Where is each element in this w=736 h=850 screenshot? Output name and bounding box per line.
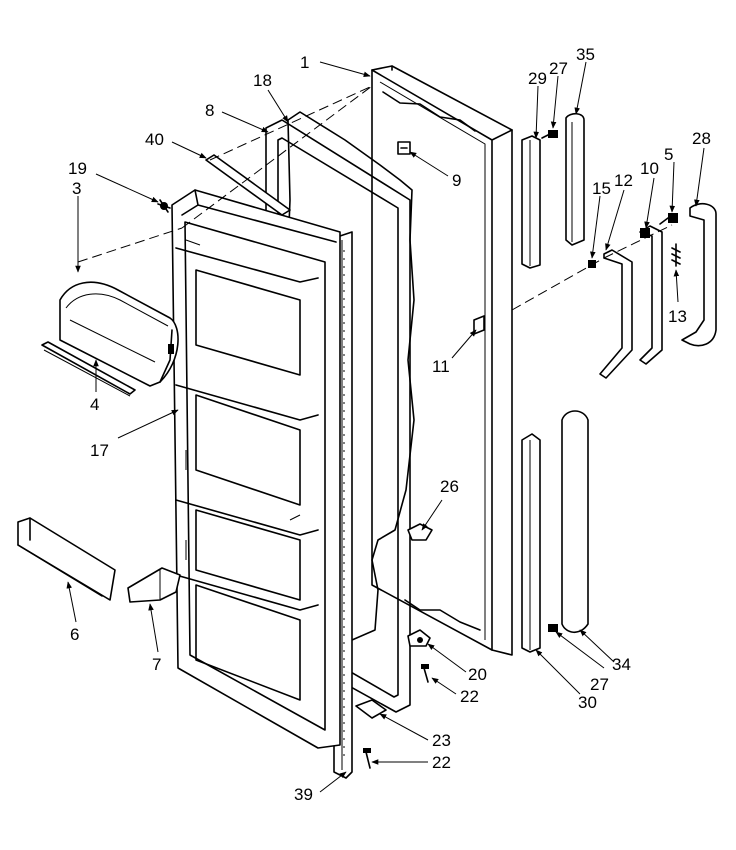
callout-9: 9 (452, 171, 461, 190)
trim-strip (41, 341, 136, 397)
callout-18: 18 (253, 71, 272, 90)
top-trim (205, 154, 291, 216)
callout-39: 39 (294, 785, 313, 804)
handle-trim-30 (521, 433, 541, 653)
callout-17: 17 (90, 441, 109, 460)
bracket-10 (639, 225, 663, 365)
callout-10: 10 (640, 159, 659, 178)
callout-27a: 27 (549, 59, 568, 78)
bracket-11 (473, 315, 485, 335)
callout-labels: 1 18 8 40 19 3 4 17 6 7 9 11 26 20 22 23… (68, 45, 711, 804)
screw-27-lower (548, 624, 558, 632)
screw-19 (157, 199, 171, 213)
handle-lower-34 (561, 410, 589, 634)
callout-7: 7 (152, 655, 161, 674)
handle-trim-29 (521, 135, 541, 269)
handle-28 (681, 202, 717, 347)
callout-23: 23 (432, 731, 451, 750)
assembly-lines (77, 85, 673, 311)
callout-11: 11 (432, 357, 450, 376)
bracket-12 (599, 249, 633, 379)
callout-6: 6 (70, 625, 79, 644)
callout-12: 12 (614, 171, 633, 190)
clip-9 (397, 141, 411, 155)
callout-28: 28 (692, 129, 711, 148)
callout-1: 1 (300, 53, 309, 72)
callout-20: 20 (468, 665, 487, 684)
drip-tray (127, 567, 181, 603)
handle-upper-35 (565, 112, 585, 246)
callout-34: 34 (612, 655, 631, 674)
callout-4: 4 (90, 395, 99, 414)
callout-8: 8 (205, 101, 214, 120)
screw-27-upper (541, 130, 558, 139)
leader-lines (66, 61, 705, 793)
screw-13 (671, 243, 681, 267)
dispenser-cover (59, 281, 179, 387)
callout-29: 29 (528, 69, 547, 88)
drip-grille (17, 517, 116, 601)
callout-22b: 22 (432, 753, 451, 772)
callout-27b: 27 (590, 675, 609, 694)
lower-bracket-20 (407, 629, 431, 647)
bottom-bracket-23 (355, 699, 387, 719)
callout-19: 19 (68, 159, 87, 178)
callout-26: 26 (440, 477, 459, 496)
outer-door-panel (371, 65, 513, 656)
screw-5 (659, 213, 678, 225)
callout-30: 30 (578, 693, 597, 712)
screw-22-lower (363, 748, 371, 769)
callout-35: 35 (576, 45, 595, 64)
callout-22a: 22 (460, 687, 479, 706)
callout-15: 15 (592, 179, 611, 198)
screw-22-upper (421, 664, 429, 683)
callout-40: 40 (145, 130, 164, 149)
inner-door-liner (171, 189, 341, 749)
callout-5: 5 (664, 145, 673, 164)
bracket-15 (588, 260, 596, 268)
callout-13: 13 (668, 307, 687, 326)
callout-3: 3 (72, 179, 81, 198)
